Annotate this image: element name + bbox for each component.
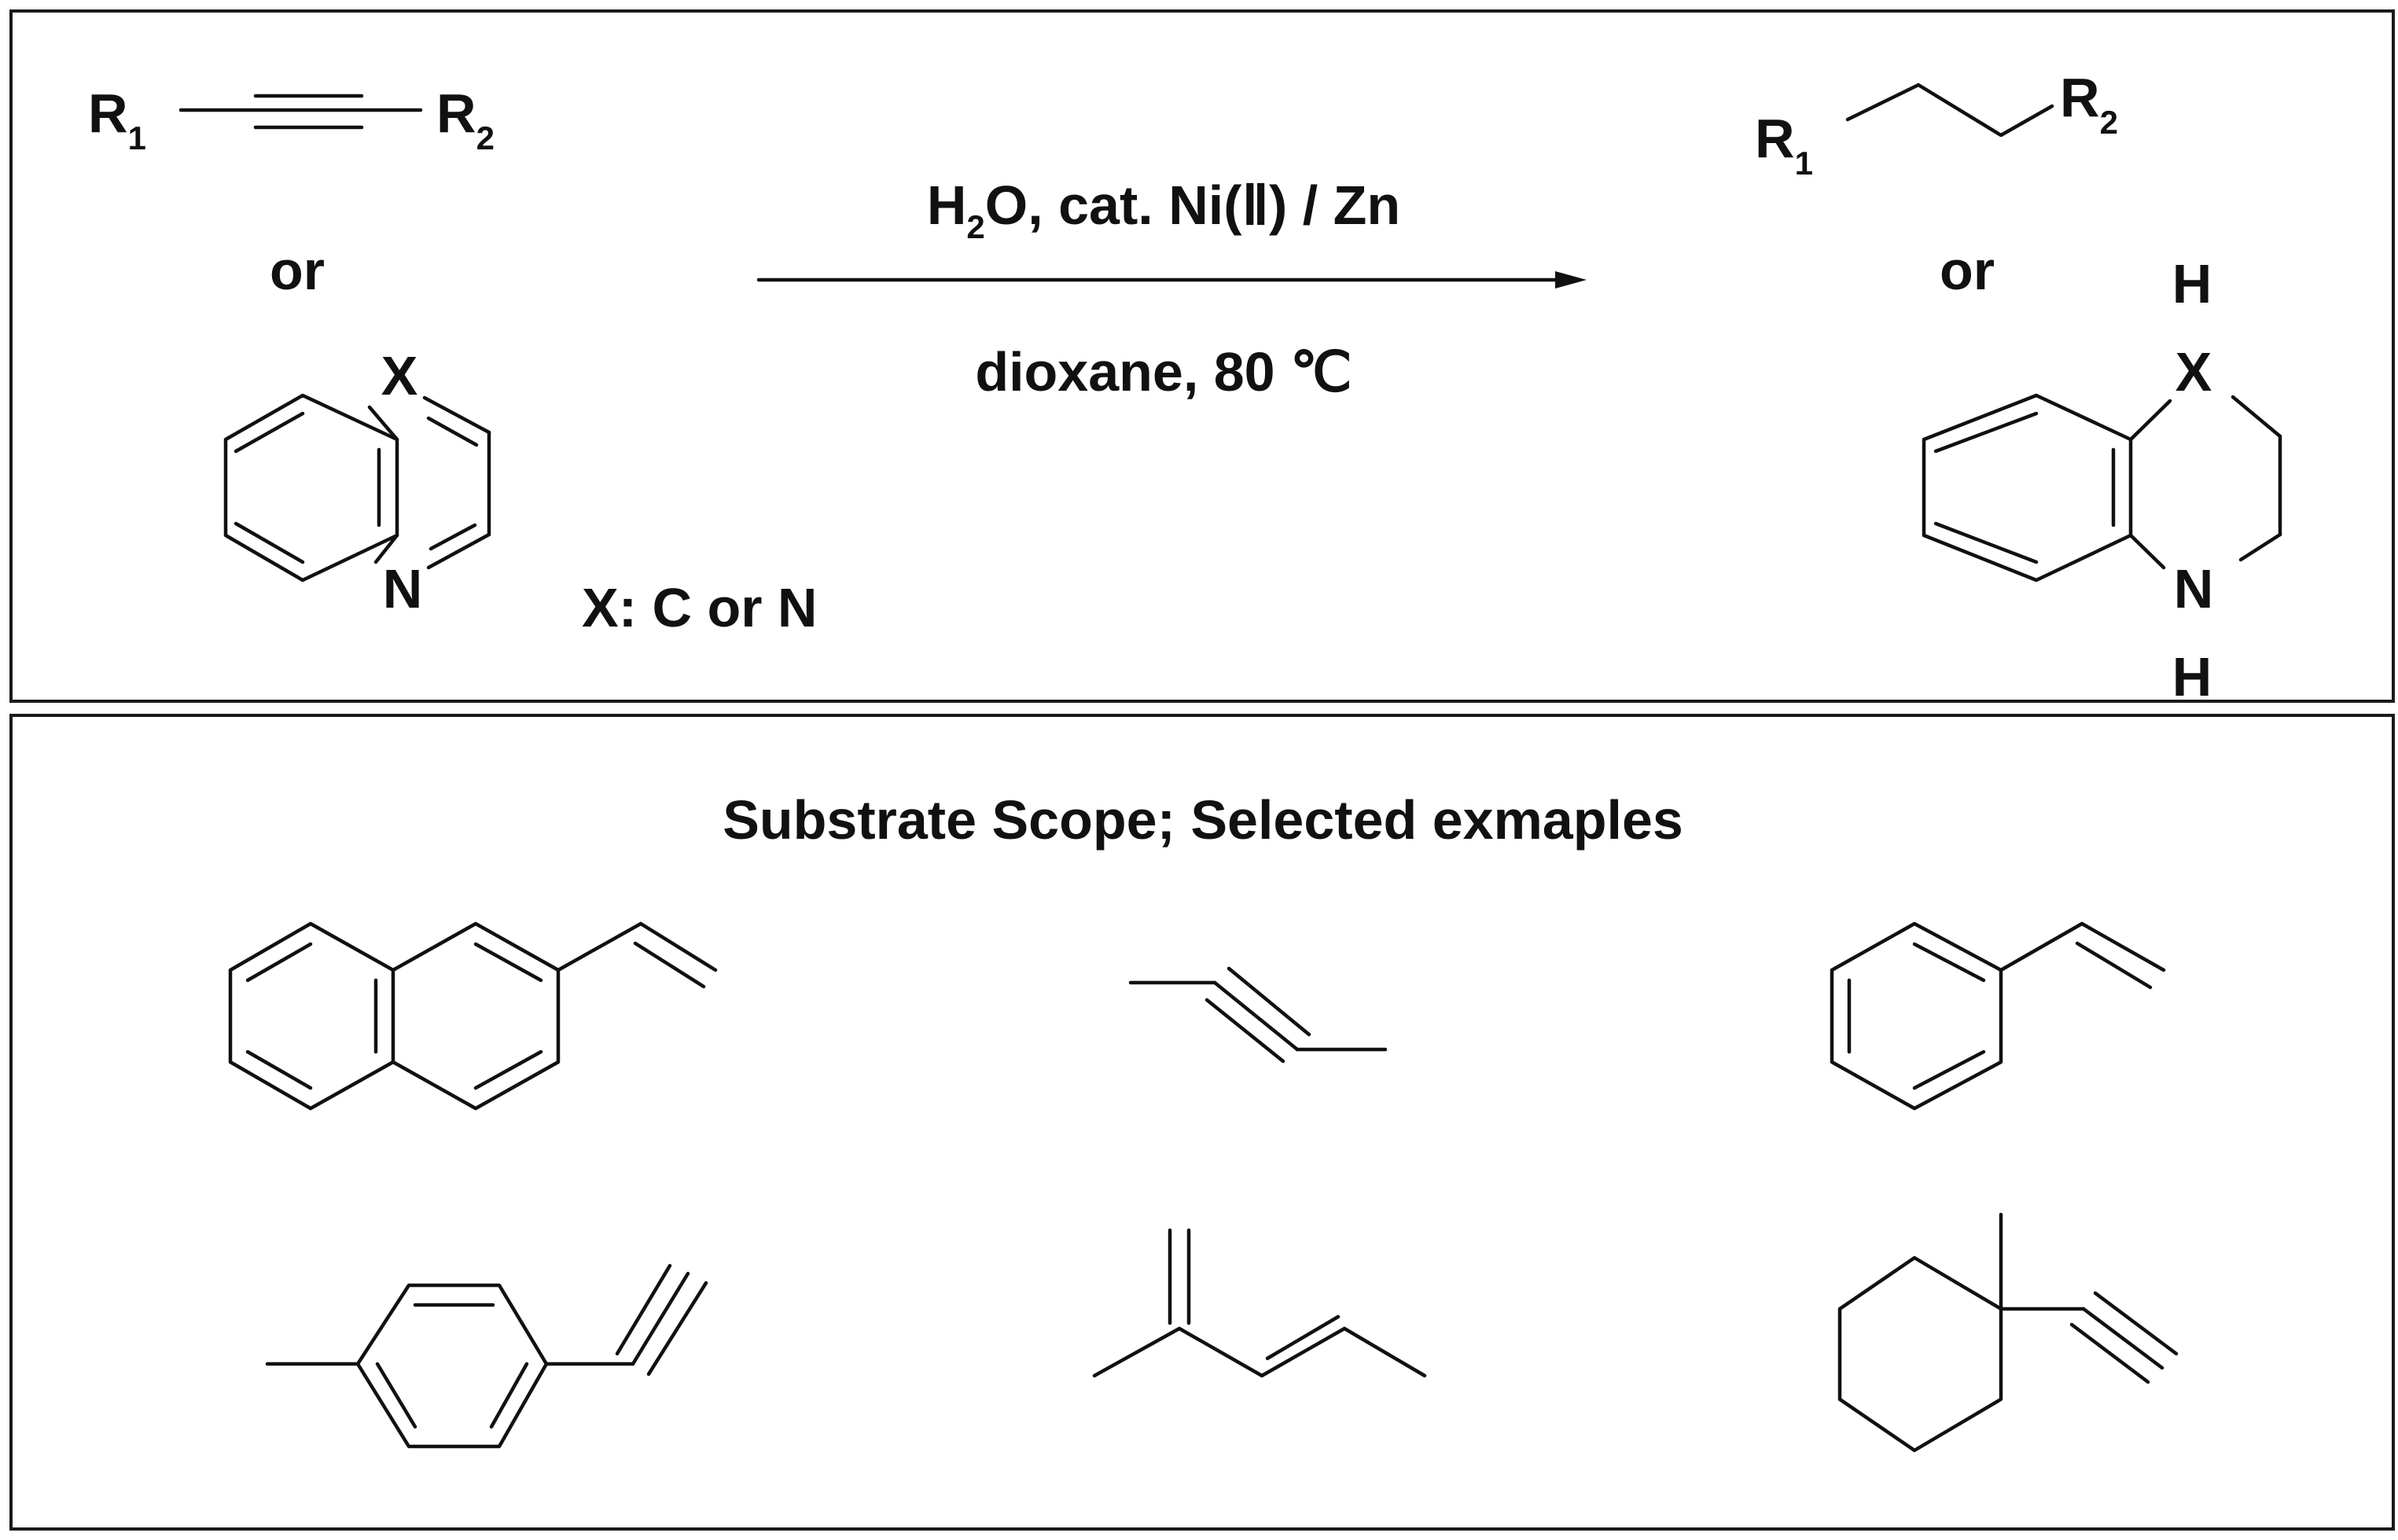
cyclohexane-ring	[1837, 1255, 2003, 1453]
toluene-inner-2	[489, 1362, 529, 1429]
diene-single-2	[1342, 1326, 1427, 1378]
diene-single-1	[1177, 1326, 1264, 1378]
product-bond-c-n	[2238, 532, 2282, 562]
cyclohexane-triple-3	[2069, 1322, 2150, 1384]
diene-double-a	[1260, 1326, 1347, 1378]
vinyl-double-bond-a	[638, 921, 718, 972]
product-alkane: R1 R2	[1755, 67, 2118, 182]
naphthalene-inner-1	[245, 942, 313, 983]
toluene-inner-3	[375, 1362, 417, 1429]
product-h-top-atom: H	[2172, 253, 2212, 314]
heteroarene-inner-bond-2	[234, 521, 305, 564]
toluene-ring	[355, 1283, 549, 1449]
alkyne-r1-label: R1	[88, 83, 146, 156]
reaction-arrow-head	[1555, 271, 1587, 289]
product-x-atom: X	[2175, 341, 2212, 402]
styrene-ring	[1830, 921, 2003, 1111]
ethynyl-triple-3	[646, 1281, 708, 1376]
butyne-triple-1	[1212, 980, 1300, 1052]
naphthalene-ring-a	[228, 921, 395, 1111]
naphthalene-inner-5	[473, 1049, 543, 1090]
product-reduced-heterocycle: H X N H	[1922, 253, 2282, 708]
example-2-vinylnaphthalene	[228, 921, 718, 1111]
product-h-bottom-atom: H	[2172, 646, 2212, 708]
example-methylpentadiene	[1092, 1228, 1427, 1378]
product-or-label: or	[1940, 240, 1995, 301]
reactant-alkyne: R1 R2	[88, 83, 495, 156]
heteroarene-bond-c-n	[426, 532, 491, 570]
diene-methyl-bond	[1092, 1326, 1182, 1378]
heteroarene-bond-c-n-double	[428, 523, 477, 551]
example-4-ethynyltoluene	[265, 1263, 708, 1449]
heteroarene-bond-n-c	[373, 533, 399, 564]
reaction-panel-frame	[9, 9, 2395, 703]
reactant-or-label: or	[270, 240, 325, 301]
heteroarene-bond-x-c	[422, 395, 491, 435]
vinyl-single-bond	[556, 921, 643, 972]
x-definition-note: X: C or N	[582, 577, 817, 638]
butyne-triple-2	[1227, 966, 1311, 1037]
butyne-triple-3	[1205, 998, 1285, 1064]
product-inner-bond-2	[1933, 521, 2039, 564]
scope-panel-frame	[9, 714, 2395, 1531]
example-styrene	[1830, 921, 2166, 1111]
ethynyl-triple-2	[615, 1263, 672, 1356]
heteroarene-inner-bond-1	[234, 411, 305, 454]
product-bond-n-c	[2128, 533, 2166, 570]
ethynyl-triple-1	[631, 1271, 690, 1366]
styrene-inner-3	[1912, 1049, 1986, 1090]
heteroarene-bond-c-x	[367, 405, 399, 442]
heteroarene-n-atom: N	[383, 558, 423, 619]
alkane-chain	[1845, 83, 2054, 138]
styrene-inner-2	[1912, 942, 1986, 983]
product-bond-x-c	[2231, 395, 2282, 439]
example-2-butyne	[1128, 966, 1388, 1064]
heteroarene-benzo-ring	[223, 393, 399, 583]
vinyl-double-bond-b	[633, 941, 706, 989]
conditions-top-label: H2O, cat. Ni(Ⅱ) / Zn	[927, 175, 1400, 245]
product-benzo-ring	[1922, 393, 2133, 583]
cyclohexane-triple-2	[2093, 1291, 2179, 1356]
heteroarene-bond-x-c-double	[426, 416, 479, 447]
naphthalene-inner-2	[245, 1049, 313, 1090]
reactant-heteroarene: X N	[223, 345, 491, 619]
scope-title: Substrate Scope; Selected exmaples	[723, 789, 1683, 851]
styrene-vinyl-single	[1999, 921, 2084, 972]
naphthalene-ring-b	[391, 921, 561, 1111]
example-ethynylmethylcyclohexane	[1837, 1212, 2179, 1453]
styrene-vinyl-double-a	[2080, 921, 2166, 972]
alkane-r1-label: R1	[1755, 108, 1813, 182]
heteroarene-x-atom: X	[381, 345, 418, 406]
naphthalene-inner-4	[473, 942, 543, 983]
styrene-vinyl-double-b	[2075, 941, 2153, 990]
product-bond-c-x	[2128, 399, 2172, 442]
alkyne-r2-label: R2	[436, 83, 495, 156]
product-inner-bond-1	[1933, 411, 2039, 454]
cyclohexane-triple-1	[2081, 1307, 2164, 1370]
reaction-arrow-group: H2O, cat. Ni(Ⅱ) / Zn dioxane, 80 ℃	[756, 175, 1587, 402]
alkane-r2-label: R2	[2060, 67, 2118, 141]
conditions-bottom-label: dioxane, 80 ℃	[975, 341, 1352, 402]
diene-double-b	[1265, 1314, 1341, 1361]
product-n-atom: N	[2174, 558, 2214, 619]
